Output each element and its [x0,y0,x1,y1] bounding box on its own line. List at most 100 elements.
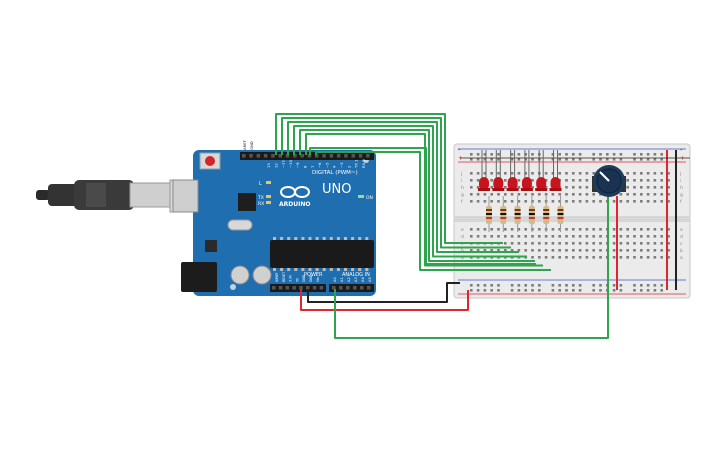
terminal-hole[interactable] [517,228,521,231]
terminal-hole[interactable] [544,256,548,259]
terminal-hole[interactable] [490,186,493,189]
terminal-hole[interactable] [640,200,643,203]
terminal-hole[interactable] [572,235,575,238]
terminal-hole[interactable] [572,179,575,182]
led[interactable] [493,177,504,190]
signal-wire[interactable] [315,151,551,271]
terminal-hole[interactable] [626,200,629,203]
rail-hole[interactable] [572,153,575,156]
terminal-hole[interactable] [531,172,534,175]
rail-hole[interactable] [592,284,595,287]
terminal-hole[interactable] [599,200,602,203]
header-hole[interactable] [332,286,336,290]
terminal-hole[interactable] [551,172,555,175]
terminal-hole[interactable] [646,193,650,196]
terminal-hole[interactable] [483,200,487,203]
terminal-hole[interactable] [633,256,636,259]
ground-wire[interactable] [307,282,460,303]
terminal-hole[interactable] [619,249,623,252]
terminal-hole[interactable] [626,256,629,259]
terminal-hole[interactable] [510,172,514,175]
terminal-hole[interactable] [524,193,527,196]
potentiometer[interactable] [592,165,626,197]
terminal-hole[interactable] [476,179,480,182]
terminal-hole[interactable] [517,172,521,175]
terminal-hole[interactable] [660,256,663,259]
terminal-hole[interactable] [633,235,636,238]
terminal-hole[interactable] [633,200,636,203]
rail-hole[interactable] [551,153,555,156]
terminal-hole[interactable] [653,172,657,175]
rail-hole[interactable] [565,289,568,292]
signal-wire[interactable] [299,129,535,262]
terminal-hole[interactable] [524,242,527,245]
terminal-hole[interactable] [619,228,623,231]
signal-wire[interactable] [305,133,543,267]
rail-hole[interactable] [497,289,500,292]
header-hole[interactable] [285,154,290,158]
terminal-hole[interactable] [653,228,657,231]
rail-hole[interactable] [640,158,643,161]
terminal-hole[interactable] [612,200,616,203]
terminal-hole[interactable] [619,256,623,259]
rail-hole[interactable] [578,153,582,156]
terminal-hole[interactable] [585,242,589,245]
rail-hole[interactable] [551,158,555,161]
rail-hole[interactable] [517,153,521,156]
terminal-hole[interactable] [524,228,527,231]
terminal-hole[interactable] [592,242,595,245]
terminal-hole[interactable] [599,256,602,259]
rail-hole[interactable] [653,284,657,287]
rail-hole[interactable] [646,289,650,292]
header-hole[interactable] [322,154,326,158]
header-hole[interactable] [367,286,371,290]
rail-hole[interactable] [476,158,480,161]
terminal-hole[interactable] [653,186,657,189]
terminal-hole[interactable] [497,249,500,252]
terminal-hole[interactable] [633,186,636,189]
terminal-hole[interactable] [551,249,555,252]
terminal-hole[interactable] [551,256,555,259]
header-hole[interactable] [306,286,310,290]
terminal-hole[interactable] [660,228,663,231]
terminal-hole[interactable] [585,179,589,182]
terminal-hole[interactable] [612,249,616,252]
terminal-hole[interactable] [544,179,548,182]
header-hole[interactable] [285,286,290,290]
terminal-hole[interactable] [660,242,663,245]
terminal-hole[interactable] [585,193,589,196]
header-hole[interactable] [293,154,297,158]
terminal-hole[interactable] [476,249,480,252]
rail-hole[interactable] [490,289,493,292]
terminal-hole[interactable] [646,249,650,252]
terminal-hole[interactable] [640,242,643,245]
rail-hole[interactable] [599,158,602,161]
terminal-hole[interactable] [646,179,650,182]
terminal-hole[interactable] [483,172,487,175]
terminal-hole[interactable] [660,249,663,252]
terminal-hole[interactable] [646,235,650,238]
rail-hole[interactable] [558,284,561,287]
led[interactable] [521,177,532,190]
terminal-hole[interactable] [653,242,657,245]
rail-hole[interactable] [619,289,623,292]
terminal-hole[interactable] [504,193,507,196]
terminal-hole[interactable] [517,179,521,182]
rail-hole[interactable] [510,153,514,156]
rail-hole[interactable] [599,289,602,292]
rail-hole[interactable] [551,284,555,287]
terminal-hole[interactable] [517,186,521,189]
terminal-hole[interactable] [667,172,670,175]
terminal-hole[interactable] [517,249,521,252]
rail-hole[interactable] [524,158,527,161]
rail-hole[interactable] [599,284,602,287]
header-hole[interactable] [360,286,364,290]
terminal-hole[interactable] [626,249,629,252]
terminal-hole[interactable] [544,249,548,252]
terminal-hole[interactable] [490,179,493,182]
terminal-hole[interactable] [551,193,555,196]
rail-hole[interactable] [510,284,514,287]
rail-hole[interactable] [646,153,650,156]
rail-hole[interactable] [483,289,487,292]
rail-hole[interactable] [476,289,480,292]
